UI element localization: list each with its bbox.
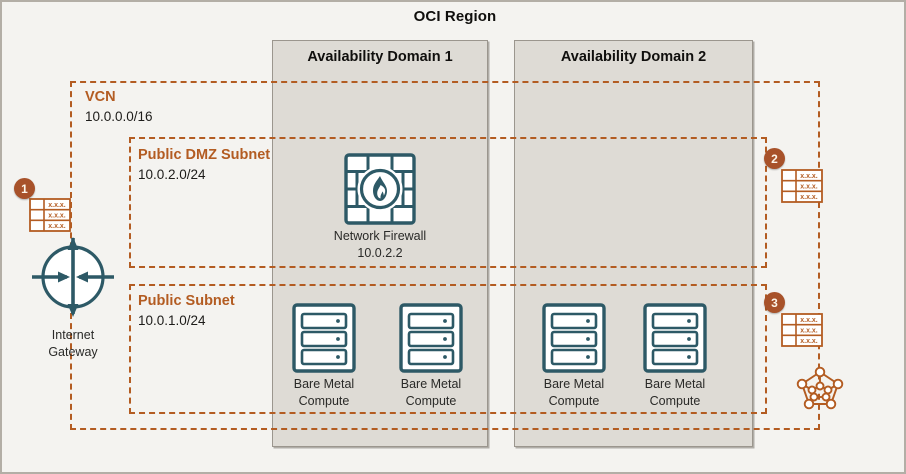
- bare-metal-compute-icon: [399, 303, 463, 373]
- internet-gateway-caption-line1: Internet: [51, 328, 95, 342]
- bare-metal-compute-caption-line2: Compute: [298, 394, 350, 408]
- route-table-icon-1[interactable]: x.x.x. x.x.x. x.x.x.: [29, 198, 71, 237]
- bare-metal-compute-node-1: Bare Metal Compute: [283, 302, 365, 408]
- service-gateway-mesh-icon: [796, 366, 844, 410]
- bare-metal-compute-node-4: Bare Metal Compute: [634, 302, 716, 408]
- route-table-icon: x.x.x. x.x.x. x.x.x.: [29, 198, 71, 232]
- bare-metal-compute-caption-line2: Compute: [649, 394, 701, 408]
- vcn-cidr: 10.0.0.0/16: [85, 109, 153, 124]
- route-table-icon: x.x.x. x.x.x. x.x.x.: [781, 313, 823, 347]
- route-table-icon: x.x.x. x.x.x. x.x.x.: [781, 169, 823, 203]
- svg-text:x.x.x.: x.x.x.: [800, 194, 818, 201]
- svg-text:x.x.x.: x.x.x.: [800, 328, 818, 335]
- availability-domain-1: Availability Domain 1: [272, 40, 488, 447]
- network-firewall-node: Network Firewall 10.0.2.2: [320, 152, 440, 260]
- bare-metal-compute-node-2: Bare Metal Compute: [390, 302, 472, 408]
- svg-text:x.x.x.: x.x.x.: [800, 317, 818, 324]
- public-subnet-cidr: 10.0.1.0/24: [138, 313, 206, 328]
- vcn-title: VCN: [85, 89, 116, 105]
- network-firewall-caption-line1: Network Firewall: [333, 229, 427, 243]
- public-dmz-subnet-boundary: [129, 137, 767, 268]
- route-table-icon-3[interactable]: x.x.x. x.x.x. x.x.x.: [781, 313, 823, 352]
- callout-badge-1[interactable]: 1: [14, 178, 35, 199]
- bare-metal-compute-caption-line1: Bare Metal: [543, 377, 605, 391]
- bare-metal-compute-icon: [542, 303, 606, 373]
- public-dmz-subnet-title: Public DMZ Subnet: [138, 147, 271, 163]
- bare-metal-compute-node-3: Bare Metal Compute: [533, 302, 615, 408]
- bare-metal-compute-icon: [643, 303, 707, 373]
- callout-badge-2[interactable]: 2: [764, 148, 785, 169]
- bare-metal-compute-caption-line2: Compute: [548, 394, 600, 408]
- bare-metal-compute-caption-line1: Bare Metal: [400, 377, 462, 391]
- svg-text:x.x.x.: x.x.x.: [48, 213, 66, 220]
- callout-badge-3[interactable]: 3: [764, 292, 785, 313]
- svg-text:x.x.x.: x.x.x.: [48, 223, 66, 230]
- public-subnet-boundary: [129, 284, 767, 414]
- route-table-icon-2[interactable]: x.x.x. x.x.x. x.x.x.: [781, 169, 823, 208]
- svg-text:x.x.x.: x.x.x.: [800, 184, 818, 191]
- availability-domain-1-label: Availability Domain 1: [307, 49, 453, 65]
- network-firewall-caption-line2: 10.0.2.2: [357, 246, 403, 260]
- svg-text:x.x.x.: x.x.x.: [800, 338, 818, 345]
- bare-metal-compute-icon: [292, 303, 356, 373]
- bare-metal-compute-caption-line2: Compute: [405, 394, 457, 408]
- public-dmz-subnet-cidr: 10.0.2.0/24: [138, 167, 206, 182]
- availability-domain-2: Availability Domain 2: [514, 40, 753, 447]
- availability-domain-2-label: Availability Domain 2: [560, 49, 707, 65]
- page-title: OCI Region: [413, 8, 497, 25]
- svg-text:x.x.x.: x.x.x.: [800, 173, 818, 180]
- internet-gateway-icon: [32, 237, 114, 317]
- svg-text:x.x.x.: x.x.x.: [48, 202, 66, 209]
- bare-metal-compute-caption-line1: Bare Metal: [644, 377, 706, 391]
- service-gateway-mesh-node: [793, 363, 847, 413]
- internet-gateway-caption-line2: Gateway: [48, 345, 98, 359]
- bare-metal-compute-caption-line1: Bare Metal: [293, 377, 355, 391]
- public-subnet-title: Public Subnet: [138, 293, 235, 309]
- network-firewall-icon: [344, 153, 416, 225]
- internet-gateway-node: Internet Gateway: [30, 234, 116, 359]
